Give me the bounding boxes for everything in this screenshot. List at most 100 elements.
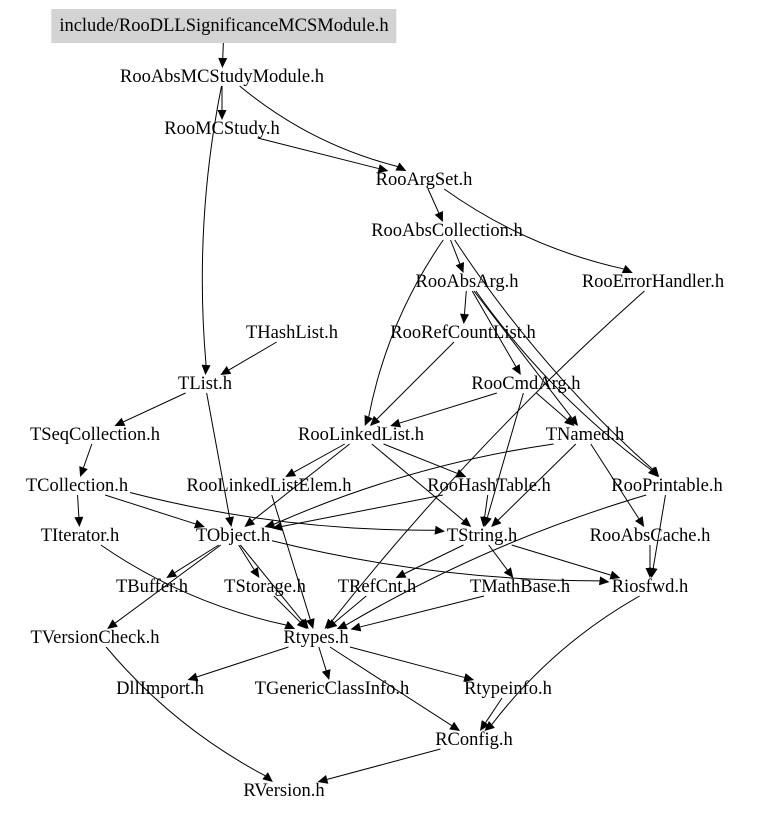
node-riosfwd[interactable]: Riosfwd.h xyxy=(611,577,689,597)
edge-rconfig-rversion xyxy=(327,748,441,780)
edge-tstring-riosfwd xyxy=(511,544,611,576)
arrowhead-thashlist-tlist xyxy=(220,366,232,375)
node-rooabscache[interactable]: RooAbsCache.h xyxy=(589,526,711,546)
node-rooprintable[interactable]: RooPrintable.h xyxy=(611,476,723,496)
edge-hashtable-tstring xyxy=(484,494,489,518)
arrowhead-tstring-tmath xyxy=(503,567,514,578)
arrowhead-tcoll-tobject xyxy=(194,519,205,529)
node-tstring[interactable]: TString.h xyxy=(446,526,518,546)
arrowhead-tstring-trefcnt xyxy=(395,569,407,578)
node-rooerrorhandler[interactable]: RooErrorHandler.h xyxy=(581,272,725,292)
arrowhead-hashtable-tobject xyxy=(272,522,283,531)
edge-tseq-tcoll xyxy=(83,443,93,468)
edge-tstring-trefcnt xyxy=(404,544,464,575)
node-tmathbase[interactable]: TMathBase.h xyxy=(469,577,571,597)
node-dllimport[interactable]: DllImport.h xyxy=(116,679,204,699)
node-tversioncheck[interactable]: TVersionCheck.h xyxy=(30,628,160,648)
arrowhead-tmath-rtypes xyxy=(350,622,362,632)
edge-abscoll-linked xyxy=(368,239,444,417)
arrowhead-tnamed-abscache xyxy=(635,516,645,527)
arrowhead-mcstudy-argset xyxy=(377,164,389,173)
edge-abscoll-absarg xyxy=(450,239,461,264)
node-tseqcollection[interactable]: TSeqCollection.h xyxy=(30,425,160,445)
edge-linked-tobject xyxy=(251,443,350,522)
node-tobject[interactable]: TObject.h xyxy=(195,526,271,546)
node-roocmdarg[interactable]: RooCmdArg.h xyxy=(471,374,581,394)
arrowhead-abscache-riosfwd xyxy=(645,568,655,578)
arrowhead-abscoll-linked xyxy=(364,415,373,426)
node-thashlist[interactable]: THashList.h xyxy=(246,323,338,343)
node-tgenericclassinfo[interactable]: TGenericClassInfo.h xyxy=(254,679,410,699)
edge-tobject-riosfwd xyxy=(271,540,600,582)
arrowhead-tobject-tbuffer xyxy=(166,568,178,578)
node-roohashtable[interactable]: RooHashTable.h xyxy=(427,476,551,496)
node-rversion[interactable]: RVersion.h xyxy=(243,781,325,801)
arrowhead-refcount-linked xyxy=(370,415,381,426)
node-rooabsmcstudymodule[interactable]: RooAbsMCStudyModule.h xyxy=(119,67,325,87)
node-tlist[interactable]: TList.h xyxy=(178,374,232,394)
edge-cmdarg-tstring xyxy=(486,392,524,518)
node-tbuffer[interactable]: TBuffer.h xyxy=(115,577,189,597)
arrowhead-linked-linkedelem xyxy=(285,468,297,477)
edge-tobject-tbuffer xyxy=(174,544,219,574)
arrowhead-absmc-tlist xyxy=(201,364,211,375)
arrowhead-cmdarg-linked xyxy=(390,418,402,428)
edge-absarg-printable xyxy=(475,290,652,471)
edge-errh-rtypes xyxy=(331,290,645,623)
node-rooabsarg[interactable]: RooAbsArg.h xyxy=(415,272,519,292)
edge-rtypeinfo-rconfig xyxy=(485,697,503,723)
node-trefcnt[interactable]: TRefCnt.h xyxy=(337,577,417,597)
arrowhead-abscoll-absarg xyxy=(455,262,465,273)
node-roolinkedlistelem[interactable]: RooLinkedListElem.h xyxy=(186,476,352,496)
edge-absmc-tlist xyxy=(201,85,222,366)
node-tnamed[interactable]: TNamed.h xyxy=(545,425,625,445)
edge-tmath-rtypes xyxy=(360,595,485,628)
arrowhead-root-absmc xyxy=(218,57,228,68)
edge-absarg-refcount xyxy=(463,290,467,315)
edge-tcoll-titer xyxy=(77,494,80,518)
node-tstorage[interactable]: TStorage.h xyxy=(224,577,306,597)
arrowhead-titer-rtypes xyxy=(284,620,296,630)
arrowhead-trefcnt-rtypes xyxy=(326,619,338,629)
edge-argset-abscoll xyxy=(427,188,440,214)
node-titerator[interactable]: TIterator.h xyxy=(40,526,120,546)
arrowhead-tcoll-titer xyxy=(74,516,84,527)
edge-tstorage-rtypes xyxy=(273,595,301,623)
edge-refcount-linked xyxy=(376,341,455,420)
edge-tstring-tmath xyxy=(488,544,508,571)
arrowhead-linked-hashtable xyxy=(455,469,467,478)
edge-tcoll-tstring xyxy=(129,492,436,531)
arrowhead-hashtable-tstring xyxy=(480,516,490,527)
edge-printable-rtypes xyxy=(345,494,647,626)
edge-absarg-tnamed xyxy=(473,290,573,419)
node-roomcstudy[interactable]: RooMCStudy.h xyxy=(164,119,280,139)
node-rooargset[interactable]: RooArgSet.h xyxy=(375,170,473,190)
node-rtypeinfo[interactable]: Rtypeinfo.h xyxy=(464,679,552,699)
edge-trefcnt-rtypes xyxy=(334,595,367,623)
edge-mcstudy-argset xyxy=(257,137,379,170)
arrowhead-tseq-tcoll xyxy=(79,466,88,477)
edge-hashtable-tobject xyxy=(281,494,444,527)
node-roorefcountlist[interactable]: RooRefCountList.h xyxy=(390,323,536,343)
arrowhead-absmc-argset xyxy=(395,162,407,171)
node-roolinkedlist[interactable]: RooLinkedList.h xyxy=(298,425,424,445)
arrowhead-rconfig-rversion xyxy=(317,775,329,784)
node-rooabscollection[interactable]: RooAbsCollection.h xyxy=(371,221,523,241)
arrowhead-riosfwd-rconfig xyxy=(484,721,495,731)
arrowhead-argset-abscoll xyxy=(434,211,443,222)
node-root[interactable]: include/RooDLLSignificanceMCSModule.h xyxy=(51,9,397,43)
node-tcollection[interactable]: TCollection.h xyxy=(25,476,129,496)
arrowhead-tstorage-rtypes xyxy=(296,618,307,629)
arrowhead-linked-tstring xyxy=(460,517,472,527)
edge-thashlist-tlist xyxy=(228,341,277,371)
edge-abscoll-printable xyxy=(454,239,654,470)
node-rconfig[interactable]: RConfig.h xyxy=(435,730,513,750)
arrowhead-tcoll-tstring xyxy=(434,525,445,535)
arrowhead-absarg-cmdarg xyxy=(511,364,521,375)
edge-cmdarg-linked xyxy=(399,392,498,424)
edge-tnamed-tobject xyxy=(273,443,554,525)
node-rtypes[interactable]: Rtypes.h xyxy=(283,628,349,648)
arrowhead-absarg-tnamed xyxy=(568,415,579,426)
edge-root-absmc xyxy=(222,40,224,59)
